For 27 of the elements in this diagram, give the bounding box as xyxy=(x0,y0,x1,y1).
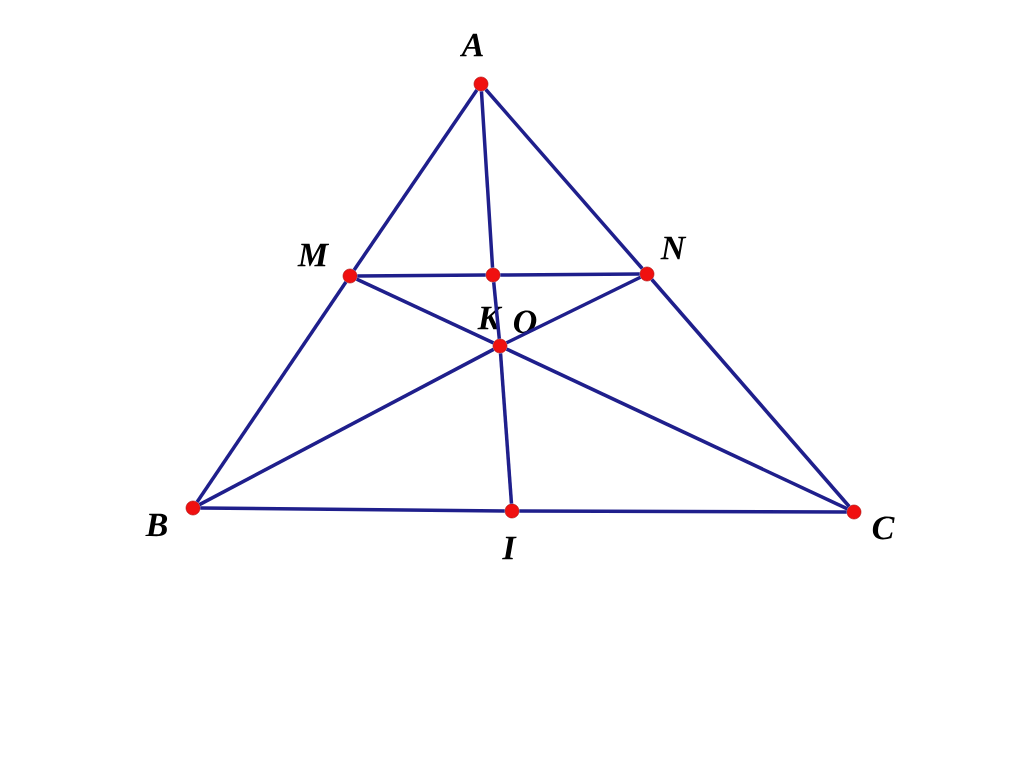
node-label: A xyxy=(459,33,483,57)
segment xyxy=(479,91,495,268)
point: A xyxy=(459,33,489,92)
segment xyxy=(505,347,849,511)
node-label: N xyxy=(660,236,687,260)
point: N xyxy=(639,236,687,282)
segment xyxy=(200,506,505,513)
node-label: C xyxy=(872,516,895,540)
segment xyxy=(500,272,640,277)
point: B xyxy=(145,500,201,537)
point: I xyxy=(502,503,520,560)
node-label: M xyxy=(297,243,330,267)
segment xyxy=(498,353,514,504)
segment xyxy=(352,89,479,271)
segment xyxy=(484,88,644,270)
point: M xyxy=(297,243,358,284)
segment xyxy=(355,277,495,345)
segment xyxy=(505,275,642,345)
segment xyxy=(195,281,348,503)
segment xyxy=(650,278,851,508)
segment xyxy=(198,347,495,507)
segment xyxy=(357,273,486,278)
node-label: O xyxy=(513,310,537,334)
node-label: I xyxy=(502,536,517,560)
segment xyxy=(519,509,847,514)
point: C xyxy=(846,504,895,540)
node-label: B xyxy=(145,513,168,537)
